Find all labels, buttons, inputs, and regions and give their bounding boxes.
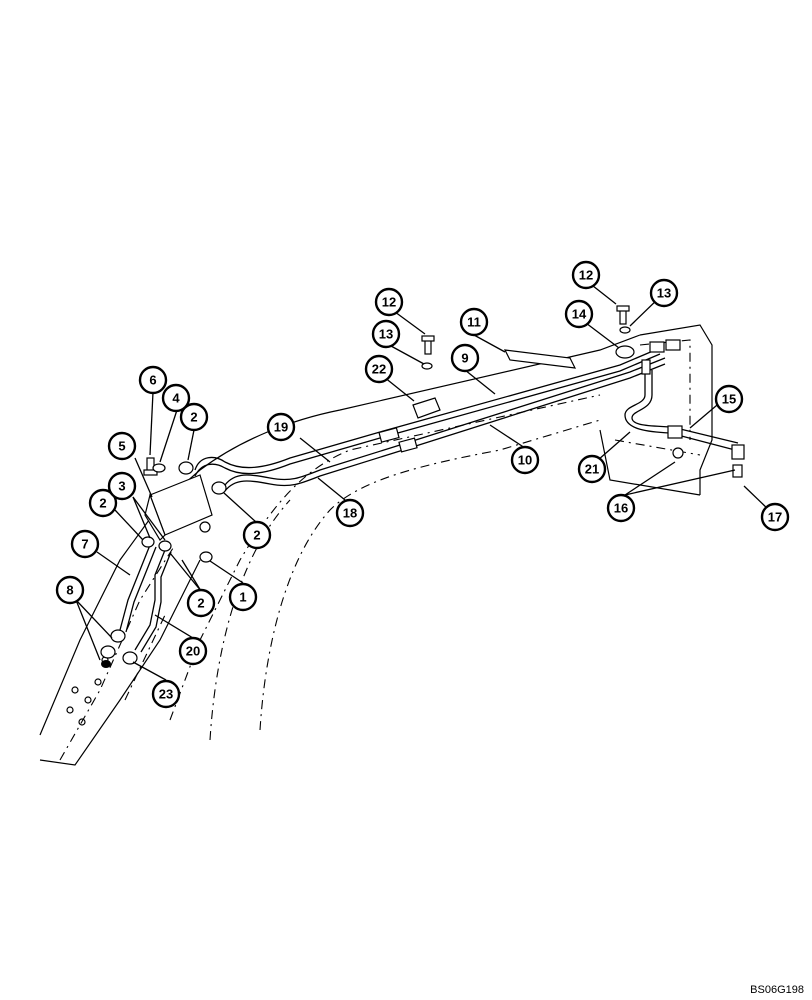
callout-8: 8 <box>55 575 85 605</box>
svg-text:9: 9 <box>461 351 468 366</box>
svg-text:10: 10 <box>518 453 532 468</box>
callout-12b: 12 <box>571 260 601 290</box>
callout-5: 5 <box>107 431 137 461</box>
svg-text:8: 8 <box>66 583 73 598</box>
callout-18: 18 <box>335 498 365 528</box>
callout-13b: 13 <box>649 278 679 308</box>
svg-text:19: 19 <box>274 420 288 435</box>
callout-2a: 2 <box>179 402 209 432</box>
svg-text:17: 17 <box>768 510 782 525</box>
callout-2b: 2 <box>242 520 272 550</box>
callout-11: 11 <box>459 307 489 337</box>
svg-text:5: 5 <box>118 439 125 454</box>
callout-2c: 2 <box>88 488 118 518</box>
svg-text:13: 13 <box>379 327 393 342</box>
drawing-code: BS06G198 <box>750 984 804 996</box>
hydraulic-tubes <box>119 347 739 653</box>
svg-text:7: 7 <box>81 537 88 552</box>
callout-9: 9 <box>450 343 480 373</box>
svg-text:22: 22 <box>372 362 386 377</box>
svg-text:2: 2 <box>197 596 204 611</box>
svg-text:2: 2 <box>253 528 260 543</box>
callout-19: 19 <box>266 412 296 442</box>
callout-2d: 2 <box>186 588 216 618</box>
callout-17: 17 <box>760 502 790 532</box>
svg-text:1: 1 <box>239 590 246 605</box>
callout-22: 22 <box>364 354 394 384</box>
callout-10: 10 <box>510 445 540 475</box>
svg-text:23: 23 <box>159 687 173 702</box>
svg-text:2: 2 <box>190 410 197 425</box>
svg-text:15: 15 <box>722 392 736 407</box>
svg-text:16: 16 <box>614 501 628 516</box>
svg-text:13: 13 <box>657 286 671 301</box>
svg-text:12: 12 <box>579 268 593 283</box>
svg-text:21: 21 <box>585 462 599 477</box>
callout-20: 20 <box>178 636 208 666</box>
callouts: 1 2 2 2 2 3 4 5 6 7 8 9 10 11 12 12 13 1… <box>55 260 790 709</box>
svg-text:6: 6 <box>149 373 156 388</box>
callout-3: 3 <box>107 471 137 501</box>
svg-text:18: 18 <box>343 506 357 521</box>
svg-text:20: 20 <box>186 644 200 659</box>
svg-text:3: 3 <box>118 479 125 494</box>
callout-13a: 13 <box>371 319 401 349</box>
boom-frame <box>39 324 713 766</box>
svg-text:4: 4 <box>172 391 180 406</box>
svg-text:14: 14 <box>572 307 587 322</box>
fittings <box>100 305 745 668</box>
callout-23: 23 <box>151 679 181 709</box>
svg-text:2: 2 <box>99 496 106 511</box>
callout-4: 4 <box>161 383 191 413</box>
callout-12a: 12 <box>374 287 404 317</box>
callout-6: 6 <box>138 365 168 395</box>
svg-text:12: 12 <box>382 295 396 310</box>
callout-15: 15 <box>714 384 744 414</box>
callout-1: 1 <box>228 582 258 612</box>
callout-21: 21 <box>577 454 607 484</box>
callout-7: 7 <box>70 529 100 559</box>
callout-14: 14 <box>564 299 594 329</box>
callout-16: 16 <box>606 493 636 523</box>
svg-text:11: 11 <box>467 315 481 330</box>
